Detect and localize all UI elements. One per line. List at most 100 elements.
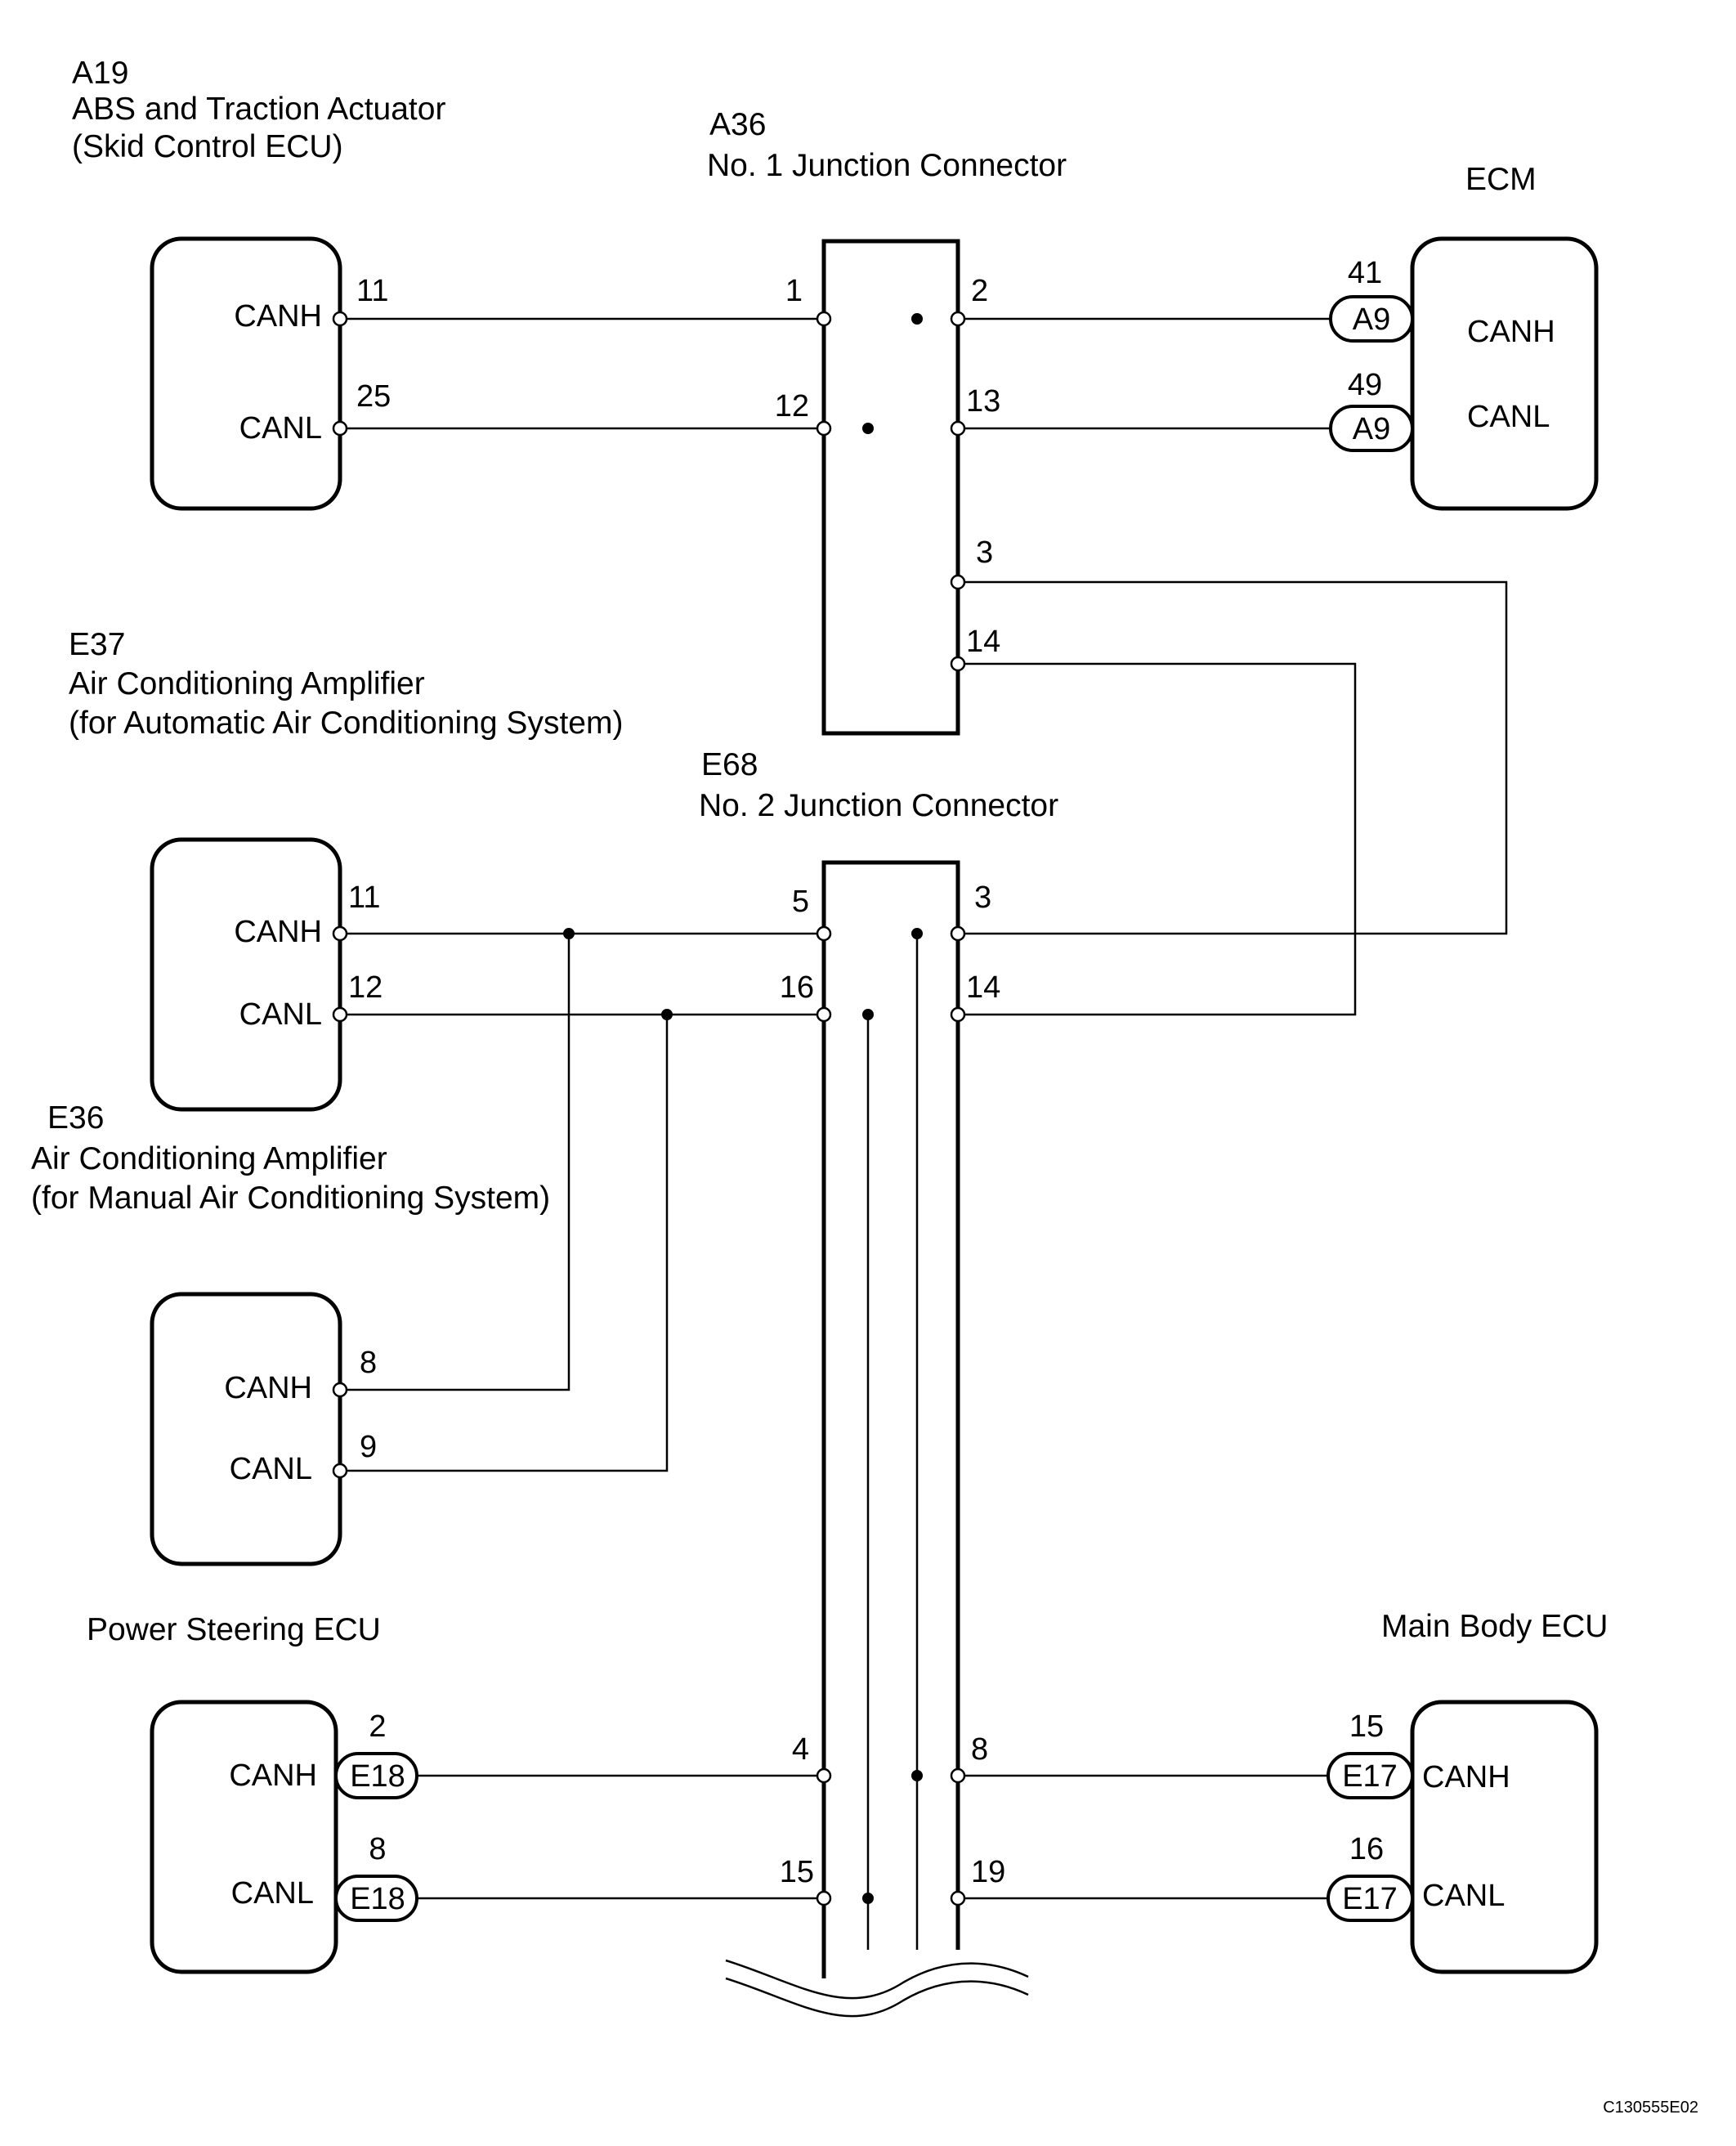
ac-manual-canl-label: CANL bbox=[230, 1452, 312, 1486]
terminal bbox=[816, 925, 832, 942]
ps-connector-canh: E18 bbox=[350, 1759, 405, 1794]
splice-point bbox=[862, 423, 874, 434]
abs-canh-label: CANH bbox=[234, 299, 322, 334]
wire-j1-j2-canh bbox=[958, 580, 1508, 935]
j2-pin: 15 bbox=[780, 1855, 814, 1889]
ac-auto-pin-canl: 12 bbox=[348, 970, 383, 1005]
terminal bbox=[816, 1890, 832, 1906]
ac-auto-pin-canh: 11 bbox=[348, 880, 380, 915]
connector-pill bbox=[1327, 1875, 1414, 1922]
connector-pill bbox=[334, 1875, 418, 1922]
splice-point bbox=[911, 313, 923, 325]
splice-points bbox=[563, 313, 923, 1904]
ps-pin-canh: 2 bbox=[369, 1709, 386, 1744]
ps-canh-label: CANH bbox=[229, 1758, 317, 1793]
ps-pin-canl: 8 bbox=[369, 1832, 386, 1866]
junction-connector-a36 bbox=[821, 239, 960, 736]
ac-manual-pin-canh: 8 bbox=[360, 1346, 377, 1380]
break-line bbox=[725, 1977, 1029, 2018]
mb-connector-canh: E17 bbox=[1342, 1759, 1398, 1794]
connector-pill bbox=[1329, 295, 1414, 343]
break-line bbox=[725, 1959, 1029, 2000]
terminal bbox=[950, 311, 966, 327]
terminal bbox=[816, 1767, 832, 1784]
ps-name: Power Steering ECU bbox=[87, 1612, 381, 1647]
abs-ecu-box bbox=[150, 236, 342, 511]
connector-pills bbox=[334, 295, 1414, 1922]
mb-canl-label: CANL bbox=[1422, 1879, 1505, 1913]
wire-ac-manual-canl bbox=[340, 1015, 669, 1472]
abs-code: A19 bbox=[72, 56, 128, 91]
ecm-name: ECM bbox=[1465, 162, 1537, 197]
terminal bbox=[950, 574, 966, 590]
connector-pill bbox=[1329, 405, 1414, 452]
ps-connector-canl: E18 bbox=[350, 1882, 405, 1916]
ps-canl-label: CANL bbox=[231, 1876, 314, 1911]
j2-pin: 8 bbox=[971, 1732, 988, 1767]
ecm-canh-label: CANH bbox=[1467, 315, 1555, 349]
mb-pin-canh: 15 bbox=[1349, 1709, 1384, 1744]
j2-pin: 14 bbox=[966, 970, 1000, 1005]
abs-pin-canh: 11 bbox=[356, 274, 388, 308]
j2-pin: 19 bbox=[971, 1855, 1005, 1889]
splice-point bbox=[862, 1009, 874, 1020]
ac-auto-sub: (for Automatic Air Conditioning System) bbox=[69, 706, 623, 741]
wire-j1-j2-canl bbox=[958, 662, 1357, 1016]
ac-auto-canh-label: CANH bbox=[234, 915, 322, 949]
splice-point bbox=[563, 928, 575, 939]
j1-pin: 1 bbox=[785, 274, 803, 308]
mb-canh-label: CANH bbox=[1422, 1760, 1510, 1794]
ac-auto-code: E37 bbox=[69, 627, 125, 662]
j2-pin: 16 bbox=[780, 970, 814, 1005]
figure-code: C130555E02 bbox=[1603, 2099, 1698, 2117]
terminal bbox=[816, 1006, 832, 1023]
j1-pin: 13 bbox=[966, 384, 1000, 419]
j1-name: No. 1 Junction Connector bbox=[707, 148, 1067, 183]
j2-code: E68 bbox=[701, 747, 758, 782]
connector-pill bbox=[334, 1752, 418, 1799]
j2-name: No. 2 Junction Connector bbox=[699, 788, 1058, 823]
connector-pill bbox=[1327, 1752, 1414, 1799]
ac-manual-canh-label: CANH bbox=[224, 1371, 312, 1405]
ac-manual-code: E36 bbox=[47, 1100, 104, 1136]
terminal bbox=[950, 925, 966, 942]
j2-pin: 3 bbox=[974, 880, 991, 915]
terminal bbox=[332, 311, 348, 327]
j1-pin: 2 bbox=[971, 274, 988, 308]
splice-point bbox=[661, 1009, 673, 1020]
mb-name: Main Body ECU bbox=[1381, 1609, 1608, 1644]
ecm-connector-canl: A9 bbox=[1353, 412, 1390, 446]
j1-pin: 14 bbox=[966, 625, 1000, 659]
j2-pin: 4 bbox=[792, 1732, 809, 1767]
terminal bbox=[950, 1890, 966, 1906]
j1-pin: 12 bbox=[775, 389, 809, 423]
terminals bbox=[332, 311, 966, 1906]
ac-auto-name: Air Conditioning Amplifier bbox=[69, 666, 425, 701]
ac-manual-sub: (for Manual Air Conditioning System) bbox=[31, 1181, 550, 1216]
power-steering-ecu-box bbox=[150, 1700, 338, 1974]
splice-point bbox=[862, 1893, 874, 1904]
terminal bbox=[332, 1463, 348, 1479]
ac-manual-name: Air Conditioning Amplifier bbox=[31, 1141, 387, 1176]
ecm-box bbox=[1410, 236, 1599, 511]
terminal bbox=[332, 1006, 348, 1023]
ecm-canl-label: CANL bbox=[1467, 400, 1550, 434]
ac-auto-box bbox=[150, 837, 342, 1112]
ac-auto-canl-label: CANL bbox=[239, 997, 322, 1032]
terminal bbox=[950, 1767, 966, 1784]
j1-pin: 3 bbox=[976, 535, 993, 570]
terminal bbox=[950, 656, 966, 672]
ecm-pin-canh: 41 bbox=[1348, 256, 1382, 290]
terminal bbox=[950, 420, 966, 437]
abs-canl-label: CANL bbox=[239, 411, 322, 446]
j2-pin: 5 bbox=[792, 885, 809, 919]
junction-connector-e68 bbox=[725, 860, 1029, 2018]
abs-pin-canl: 25 bbox=[356, 379, 391, 414]
wire-ac-manual-canh bbox=[340, 934, 570, 1391]
mb-pin-canl: 16 bbox=[1349, 1832, 1384, 1866]
abs-name: ABS and Traction Actuator bbox=[72, 92, 445, 127]
splice-point bbox=[911, 1770, 923, 1781]
main-body-ecu-box bbox=[1410, 1700, 1599, 1974]
terminal bbox=[816, 420, 832, 437]
